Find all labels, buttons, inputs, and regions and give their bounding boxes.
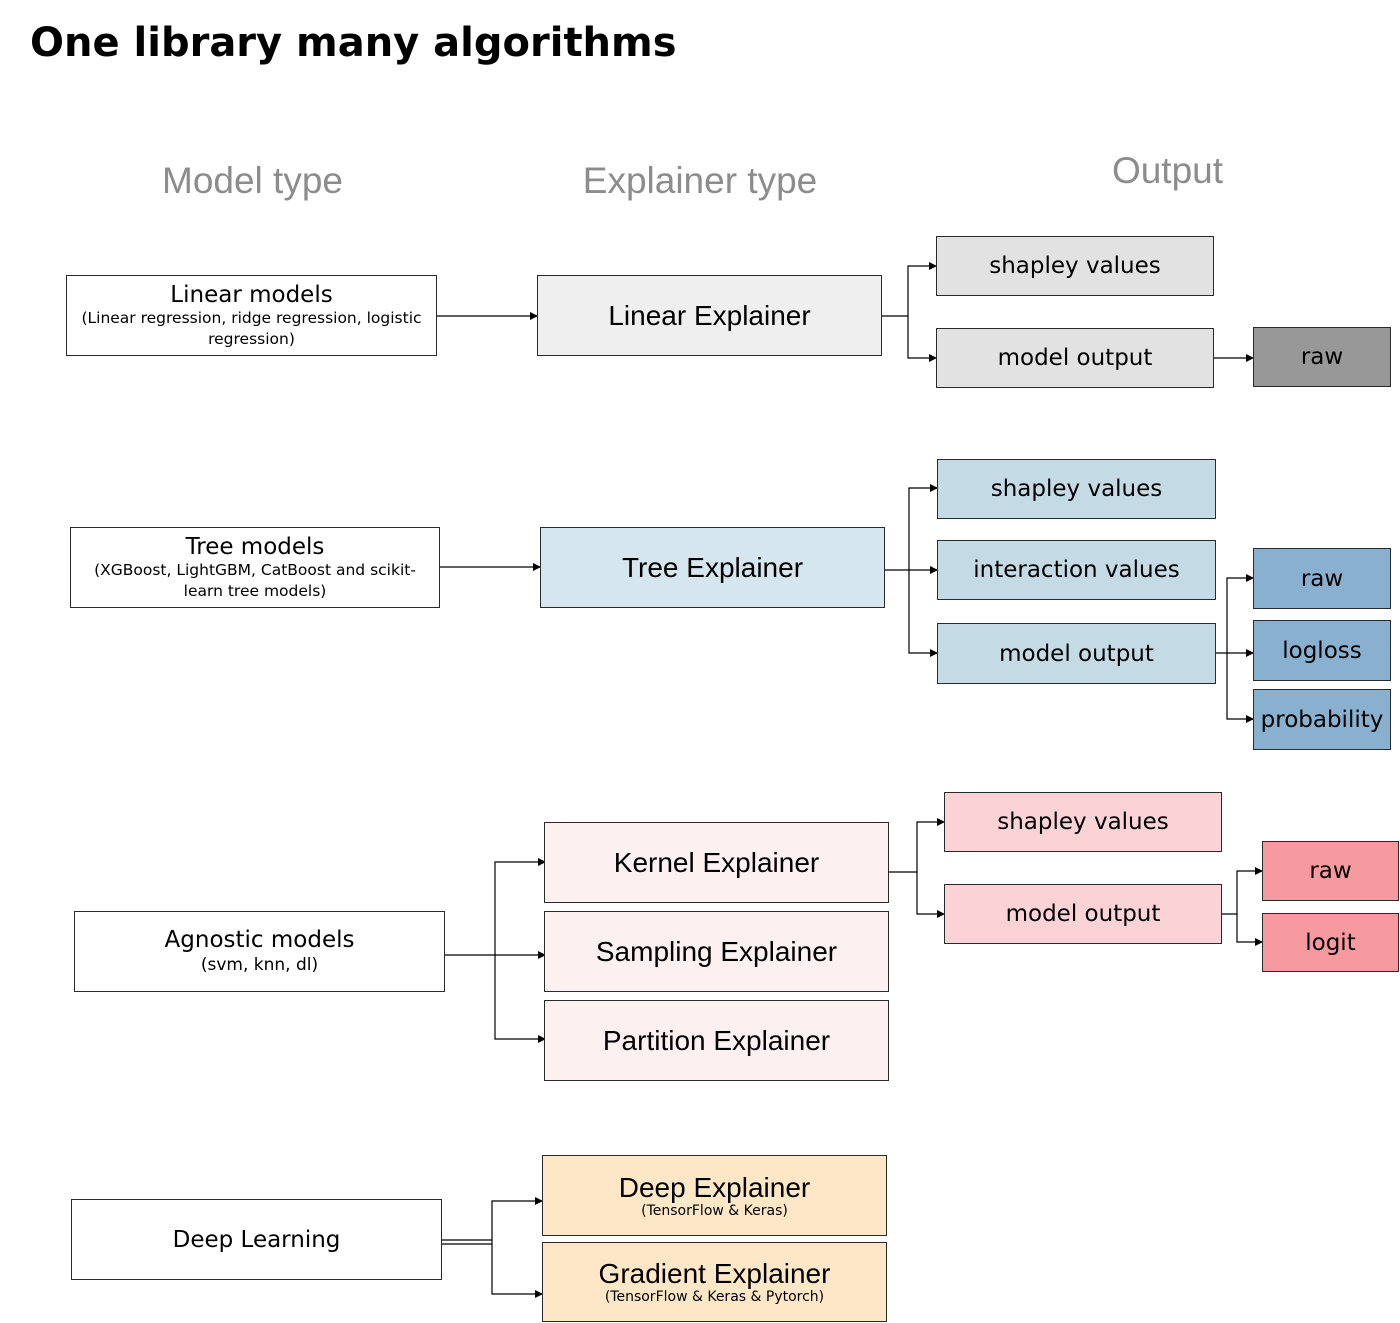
agnostic-logit-box: logit xyxy=(1262,913,1399,972)
agnostic-output-to-raw-arrow xyxy=(1222,867,1263,915)
gradient-explainer-box: Gradient Explainer (TensorFlow & Keras &… xyxy=(542,1242,887,1322)
kernel-to-output-arrow xyxy=(916,872,945,918)
column-header-explainer: Explainer type xyxy=(582,160,818,201)
agnostic-models-label: Agnostic models xyxy=(164,926,355,953)
agnostic-shapley-values-box: shapley values xyxy=(944,792,1222,852)
deep-learning-label: Deep Learning xyxy=(172,1226,341,1253)
deep-learning-box: Deep Learning xyxy=(71,1199,442,1280)
tree-probability-label: probability xyxy=(1260,706,1384,733)
linear-models-box: Linear models (Linear regression, ridge … xyxy=(66,275,437,356)
gradient-explainer-sublabel: (TensorFlow & Keras & Pytorch) xyxy=(604,1289,825,1305)
tree-explainer-box: Tree Explainer xyxy=(540,527,885,608)
linear-shapley-values-label: shapley values xyxy=(989,253,1161,279)
agnostic-raw-label: raw xyxy=(1309,858,1352,884)
tree-probability-box: probability xyxy=(1253,689,1391,750)
linear-model-output-label: model output xyxy=(997,345,1153,371)
deep-explainer-sublabel: (TensorFlow & Keras) xyxy=(641,1202,788,1219)
deep-explainer-box: Deep Explainer (TensorFlow & Keras) xyxy=(542,1155,887,1236)
linear-shapley-values-box: shapley values xyxy=(936,236,1214,296)
agnostic-logit-label: logit xyxy=(1305,929,1356,956)
tree-models-box: Tree models (XGBoost, LightGBM, CatBoost… xyxy=(70,527,440,608)
gradient-explainer-label: Gradient Explainer xyxy=(598,1258,831,1289)
tree-explainer-label: Tree Explainer xyxy=(621,551,804,583)
agnostic-models-sublabel: (svm, knn, dl) xyxy=(200,954,319,975)
tree-output-to-probability-arrow xyxy=(1226,653,1254,723)
tree-interaction-values-label: interaction values xyxy=(973,557,1180,583)
linear-raw-label: raw xyxy=(1300,344,1344,370)
agnostic-shapley-values-label: shapley values xyxy=(997,809,1169,835)
column-header-output: Output xyxy=(1111,150,1224,191)
tree-raw-box: raw xyxy=(1253,548,1391,609)
tree-output-to-raw-arrow xyxy=(1216,574,1254,654)
sampling-explainer-label: Sampling Explainer xyxy=(595,935,838,967)
agnostic-to-partition-arrow xyxy=(494,955,546,1043)
deep-to-gradient-explainer-arrow xyxy=(491,1240,543,1298)
deep-to-deep-explainer-arrow xyxy=(442,1197,543,1241)
tree-models-sublabel: (XGBoost, LightGBM, CatBoost and scikit-… xyxy=(94,560,416,600)
agnostic-raw-box: raw xyxy=(1262,841,1399,901)
kernel-explainer-label: Kernel Explainer xyxy=(613,846,820,878)
linear-raw-box: raw xyxy=(1253,327,1391,387)
tree-logloss-box: logloss xyxy=(1253,620,1391,681)
partition-explainer-label: Partition Explainer xyxy=(602,1024,831,1056)
tree-raw-label: raw xyxy=(1300,565,1344,592)
tree-model-output-label: model output xyxy=(999,640,1154,667)
tree-to-output-arrow xyxy=(908,570,938,657)
tree-to-shapley-arrow xyxy=(885,484,938,571)
agnostic-to-kernel-arrow xyxy=(445,858,546,956)
tree-interaction-values-box: interaction values xyxy=(937,540,1216,600)
linear-explainer-label: Linear Explainer xyxy=(608,299,811,331)
agnostic-model-output-box: model output xyxy=(944,884,1222,944)
tree-shapley-values-box: shapley values xyxy=(937,459,1216,519)
kernel-explainer-box: Kernel Explainer xyxy=(544,822,889,903)
kernel-to-shapley-arrow xyxy=(889,818,945,873)
tree-model-output-box: model output xyxy=(937,623,1216,684)
linear-model-output-box: model output xyxy=(936,328,1214,388)
column-header-model: Model type xyxy=(162,160,343,201)
linear-to-output-arrow xyxy=(907,316,937,362)
tree-logloss-label: logloss xyxy=(1282,637,1362,664)
page-title: One library many algorithms xyxy=(30,20,677,66)
linear-to-shapley-arrow xyxy=(882,262,937,317)
sampling-explainer-box: Sampling Explainer xyxy=(544,911,889,992)
linear-models-sublabel: (Linear regression, ridge regression, lo… xyxy=(81,308,422,348)
agnostic-model-output-label: model output xyxy=(1005,901,1161,927)
agnostic-output-to-logit-arrow xyxy=(1236,914,1263,946)
tree-shapley-values-label: shapley values xyxy=(990,476,1163,502)
tree-models-label: Tree models xyxy=(185,533,325,560)
linear-models-label: Linear models xyxy=(170,281,333,308)
partition-explainer-box: Partition Explainer xyxy=(544,1000,889,1081)
linear-explainer-box: Linear Explainer xyxy=(537,275,882,356)
agnostic-models-box: Agnostic models (svm, knn, dl) xyxy=(74,911,445,992)
deep-explainer-label: Deep Explainer xyxy=(618,1171,811,1203)
